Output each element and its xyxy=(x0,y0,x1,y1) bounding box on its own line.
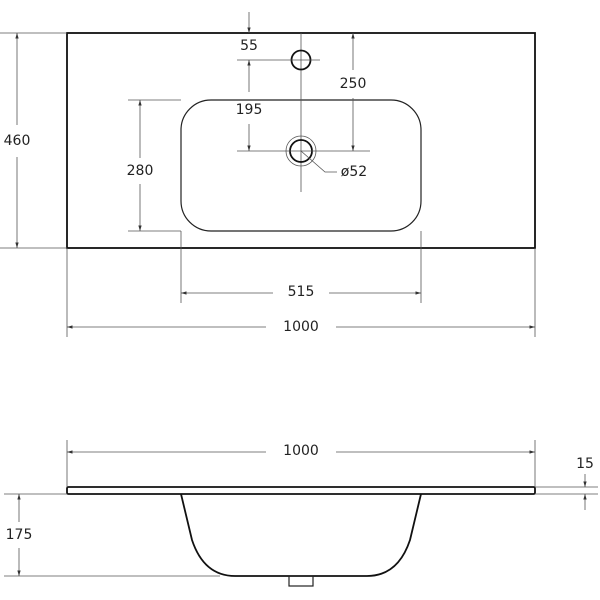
dim-depth: 460 xyxy=(4,133,31,149)
dim-bowl-width: 515 xyxy=(288,284,315,300)
dim-edge-to-drain: 250 xyxy=(340,76,367,92)
dim-tap-offset: 55 xyxy=(240,38,258,54)
top-view: 460 280 55 195 250 ø52 515 1000 xyxy=(0,12,536,337)
drain-stub xyxy=(288,575,314,587)
dim-tap-to-drain: 195 xyxy=(236,102,263,118)
dim-slab-thickness: 15 xyxy=(576,456,594,472)
dim-bowl-height: 175 xyxy=(6,527,33,543)
dim-drain-diameter: ø52 xyxy=(341,164,367,180)
dim-total-width-side: 1000 xyxy=(283,443,319,459)
side-view: 1000 15 175 xyxy=(4,440,598,587)
slab-profile xyxy=(66,486,536,495)
dim-bowl-depth: 280 xyxy=(127,163,154,179)
bowl-profile xyxy=(180,493,422,577)
dim-total-width-top: 1000 xyxy=(283,319,319,335)
